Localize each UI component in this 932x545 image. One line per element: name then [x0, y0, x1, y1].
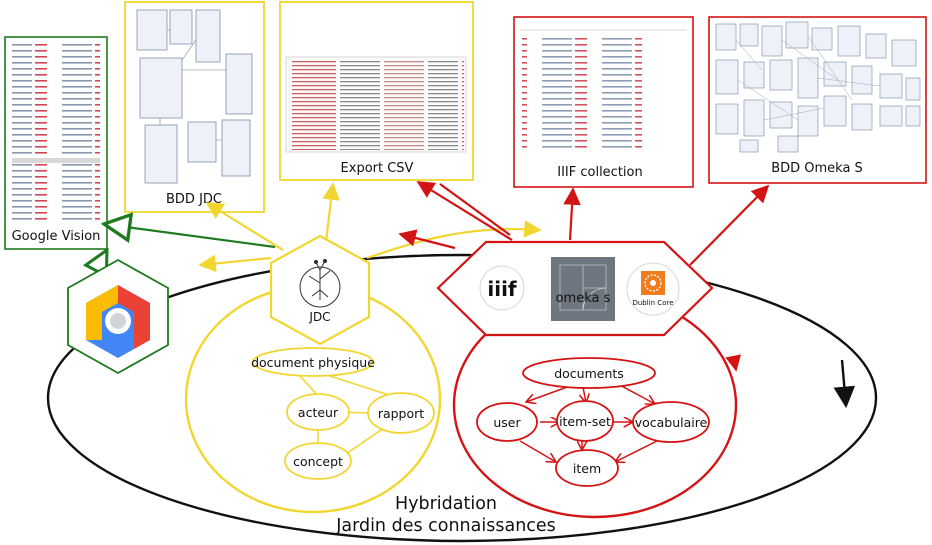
- arrow-omeka-to-jdc: [398, 229, 456, 250]
- jdc-node-rapport-label: rapport: [378, 406, 424, 421]
- jdc-label: JDC: [308, 310, 330, 324]
- jdc-node-acteur: acteur: [286, 393, 350, 431]
- arrow-omeka-to-iiif: [563, 187, 581, 241]
- jdc-node-concept: concept: [284, 442, 352, 480]
- jdc-hexagon: JDC: [269, 234, 371, 346]
- bdd-jdc-label: BDD JDC: [166, 192, 222, 207]
- main-title-line1: Hybridation: [395, 494, 497, 514]
- iiif-logo-text: iiif: [487, 277, 517, 301]
- bdd-jdc-panel: BDD JDC: [124, 1, 265, 213]
- omeka-node-vocabulaire-label: vocabulaire: [635, 415, 708, 430]
- main-title-line2: Jardin des connaissances: [335, 516, 556, 536]
- jdc-node-concept-label: concept: [293, 454, 343, 469]
- dublin-core-logo-text: Dublin Core: [632, 299, 673, 307]
- export-csv-label: Export CSV: [341, 161, 414, 176]
- arrow-export-csv-to-omeka: [439, 183, 511, 236]
- omeka-node-item-label: item: [573, 461, 601, 476]
- google-vision-label: Google Vision: [12, 229, 101, 244]
- hybridation-ellipse: [46, 253, 878, 543]
- omeka-node-vocabulaire: vocabulaire: [632, 401, 710, 443]
- jdc-node-rapport: rapport: [367, 392, 435, 434]
- gcp-hexagon: [67, 258, 169, 375]
- arrow-jdc-to-omeka: [366, 220, 542, 260]
- google-cloud-icon: [86, 285, 150, 358]
- omeka-hexagon: iiif omeka s Dublin Core: [436, 240, 714, 337]
- omeka-node-item-set-label: item-set: [559, 414, 611, 429]
- arrow-jdc-to-google-vision: [104, 224, 276, 249]
- omeka-node-documents: documents: [522, 357, 656, 389]
- arrow-omeka-to-export-csv: [416, 181, 513, 241]
- iiif-collection-label: IIIF collection: [557, 165, 642, 180]
- omeka-node-item: item: [555, 449, 619, 487]
- iiif-collection-panel: IIIF collection: [513, 16, 694, 188]
- iiif-logo-icon: iiif: [479, 265, 525, 311]
- jdc-node-document-physique: document physique: [251, 347, 375, 377]
- jdc-node-document-physique-label: document physique: [251, 355, 375, 370]
- omeka-node-documents-label: documents: [554, 366, 624, 381]
- bdd-omeka-panel: BDD Omeka S: [708, 16, 927, 184]
- export-csv-panel: Export CSV: [279, 1, 474, 181]
- jdc-logo-icon: [299, 258, 341, 308]
- omeka-ellipse-arrow: [725, 354, 742, 372]
- arrow-gcp-to-google-vision: [99, 250, 107, 265]
- omeka-node-user-label: user: [493, 415, 521, 430]
- arrow-jdc-to-gcp: [198, 254, 272, 273]
- dublin-core-logo-icon: Dublin Core: [626, 262, 680, 316]
- jdc-node-acteur-label: acteur: [298, 405, 339, 420]
- omeka-node-user: user: [476, 402, 538, 442]
- omeka-s-logo-text: omeka s: [556, 291, 611, 306]
- bdd-omeka-label: BDD Omeka S: [771, 161, 863, 176]
- omeka-node-item-set: item-set: [556, 400, 614, 442]
- google-vision-panel: Google Vision: [4, 36, 108, 250]
- arrow-jdc-to-bdd-jdc: [205, 202, 284, 251]
- omeka-s-logo-icon: omeka s: [551, 257, 615, 321]
- hybridation-arrow: [833, 359, 856, 409]
- arrow-omeka-to-bdd-omeka: [689, 184, 770, 266]
